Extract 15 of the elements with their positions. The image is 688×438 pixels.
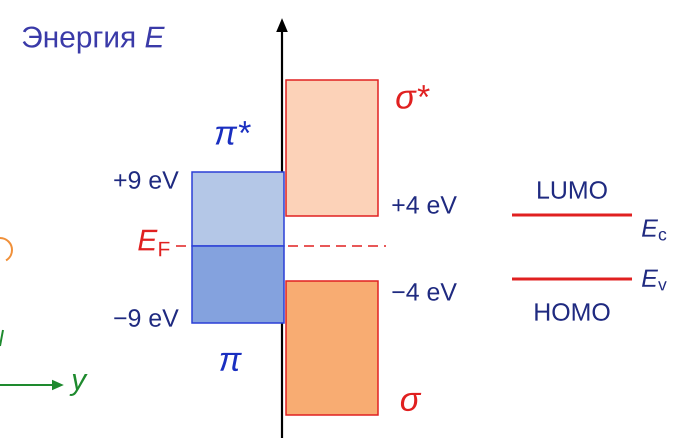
level-label: LUMO [538, 181, 607, 199]
fermi-level-label: E$_{F}$ [138, 230, 170, 256]
level-symbol: E$_{c}$ [642, 219, 666, 240]
energy-value: −4 eV [392, 283, 457, 301]
axis-label: y [70, 374, 88, 396]
level-symbol: E$_{v}$ [642, 270, 667, 290]
level-label: HOMO [535, 303, 610, 321]
energy-value: +4 eV [392, 196, 457, 214]
energy-value: +9 eV [114, 171, 179, 189]
energy-value: −9 eV [114, 309, 179, 327]
band-label: π* [216, 121, 251, 145]
axis-title: Энергия E [22, 26, 165, 54]
band-label: σ* [396, 85, 430, 109]
band-label: σ [400, 392, 422, 412]
band-label: π [220, 352, 242, 372]
